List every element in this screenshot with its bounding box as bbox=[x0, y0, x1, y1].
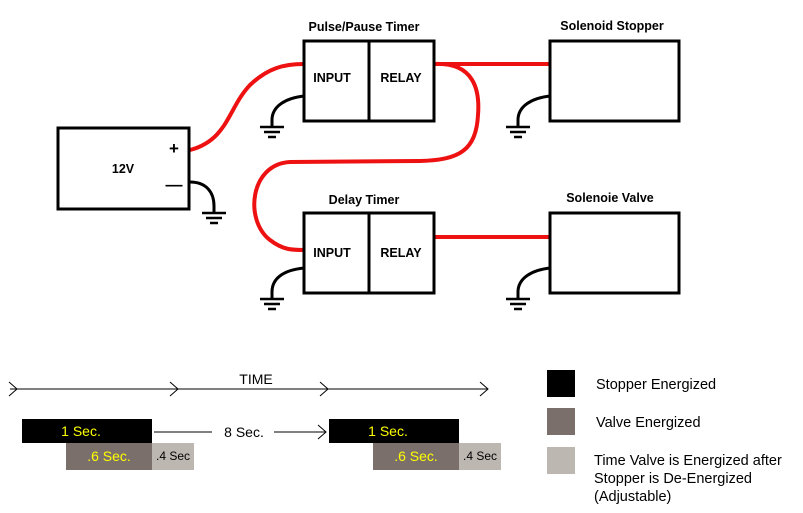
battery-to-pulse-input-wire bbox=[188, 62, 306, 152]
pulse-timer-relay-label: RELAY bbox=[380, 71, 422, 85]
cycle-1-delay-bar bbox=[152, 443, 194, 470]
solenoid-valve-title: Solenoie Valve bbox=[566, 191, 654, 205]
ground-symbol-stopper bbox=[506, 125, 530, 139]
solenoid-stopper-title: Solenoid Stopper bbox=[560, 19, 664, 33]
cycle-1-delay-label: .4 Sec bbox=[156, 449, 190, 463]
legend-label-valve: Valve Energized bbox=[596, 415, 701, 431]
pulse-relay-to-delay-input-wire bbox=[252, 61, 481, 252]
cycle-2-valve-bar bbox=[373, 443, 459, 470]
cycle-1-valve-label: .6 Sec. bbox=[87, 448, 131, 464]
cycle-2-delay-bar bbox=[459, 443, 501, 470]
legend-swatch-valve bbox=[547, 408, 575, 435]
ground-symbol-pulse bbox=[260, 125, 284, 139]
cycle-1-valve-bar bbox=[66, 443, 152, 470]
cycle-2-stopper-bar bbox=[329, 419, 459, 443]
delay-timer-relay-label: RELAY bbox=[380, 246, 422, 260]
cycle-2-delay-label: .4 Sec bbox=[463, 449, 497, 463]
time-axis-label: TIME bbox=[239, 371, 272, 387]
ground-symbol-battery bbox=[202, 211, 226, 225]
cycle-2-stopper-label: 1 Sec. bbox=[368, 423, 408, 439]
cycle-1-stopper-bar bbox=[22, 419, 152, 443]
legend-label-delay-line-1: Time Valve is Energized after bbox=[594, 453, 782, 469]
battery-box bbox=[56, 126, 191, 211]
gap-arrowhead bbox=[317, 424, 327, 440]
ground-wires bbox=[189, 94, 551, 298]
pulse-timer-input-label: INPUT bbox=[313, 71, 351, 85]
battery-plus: + bbox=[169, 139, 179, 158]
valve-ground-wire bbox=[516, 266, 551, 298]
delay-timer-input-label: INPUT bbox=[313, 246, 351, 260]
cycle-1-stopper-label: 1 Sec. bbox=[61, 423, 101, 439]
battery-ground-wire bbox=[189, 180, 216, 212]
power-wires bbox=[188, 61, 552, 252]
delay-timer-title: Delay Timer bbox=[329, 193, 400, 207]
stopper-ground-wire bbox=[516, 94, 551, 126]
pulse-timer-title: Pulse/Pause Timer bbox=[309, 20, 420, 34]
cycle-2-valve-label: .6 Sec. bbox=[394, 448, 438, 464]
ground-symbol-valve bbox=[506, 297, 530, 311]
solenoid-stopper-box bbox=[548, 39, 681, 123]
ground-symbol-delay bbox=[260, 297, 284, 311]
gap-label: 8 Sec. bbox=[224, 424, 264, 440]
time-axis-arrow bbox=[8, 381, 489, 397]
legend-swatch-stopper bbox=[547, 370, 575, 397]
solenoid-valve-box bbox=[548, 211, 681, 295]
legend-label-delay-line-3: (Adjustable) bbox=[594, 489, 671, 505]
delay-ground-wire bbox=[270, 266, 305, 298]
legend-swatch-delay bbox=[547, 447, 575, 474]
battery-label: 12V bbox=[112, 162, 135, 176]
battery-minus: — bbox=[166, 175, 183, 194]
legend-label-stopper: Stopper Energized bbox=[596, 377, 716, 393]
legend-label-delay-line-2: Stopper is De-Energized bbox=[594, 471, 752, 487]
pulse-ground-wire bbox=[270, 94, 305, 126]
